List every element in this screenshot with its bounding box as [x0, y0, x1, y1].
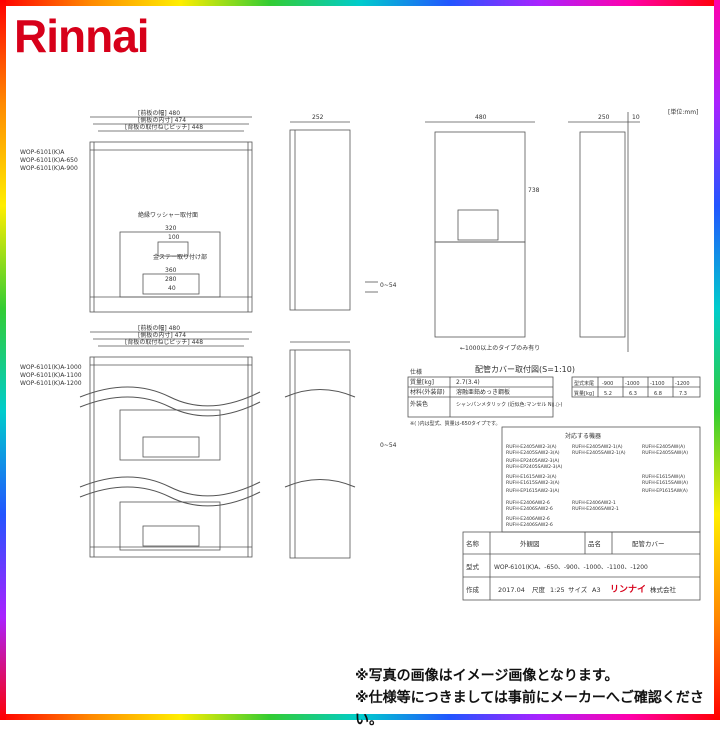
- rainbow-border-left: [0, 0, 6, 720]
- install-note: ←1000以上のタイプのみ有り: [460, 344, 540, 352]
- disclaimer-notes: ※写真の画像はイメージ画像となります。 ※仕様等につきましては事前にメーカーへご…: [355, 665, 720, 731]
- compatible-item: RUFH-E1615AW2-3(A): [506, 474, 557, 480]
- spec-material-value: 溶融亜鉛めっき鋼板: [456, 388, 510, 396]
- technical-drawing: [単位:mm] [前板の幅] 480 [側板の内寸] 474 [背板の取付ねじピ…: [20, 108, 701, 601]
- mass-header-0: 型式末尾: [574, 380, 594, 387]
- compatible-item: RUFH-E1615SAW2-3(A): [506, 480, 560, 486]
- bottom-depth-range: 0~54: [380, 442, 397, 449]
- dim-280: 280: [165, 276, 177, 283]
- mass-value-2: 6.3: [629, 391, 637, 397]
- compatible-item: RUFH-EP2405AW2-3(A): [506, 458, 560, 464]
- tb-name-label: 名称: [466, 539, 480, 548]
- mass-header-4: -1200: [675, 381, 690, 387]
- spec-mass-value: 2.7(3.4): [456, 379, 480, 386]
- dim-100: 100: [168, 234, 180, 241]
- stay-label: 金ステー取り付け部: [153, 253, 207, 261]
- mass-value-4: 7.3: [679, 391, 687, 397]
- mass-value-3: 6.8: [654, 391, 662, 397]
- rainbow-border-right: [714, 0, 720, 720]
- tb-model-label: 型式: [466, 562, 480, 571]
- top-depth-range: 0~54: [380, 282, 397, 289]
- top-front-width: [前板の幅] 480: [138, 109, 180, 117]
- compatible-item: RUFH-E2405AW(A): [642, 444, 685, 450]
- brand-logo: Rinnai: [14, 10, 150, 62]
- top-bracket-pitch: [背板の取付ねじピッチ] 448: [125, 123, 203, 131]
- tb-size-label: サイズ: [568, 585, 588, 594]
- spec-color-value: シャンパンメタリック (近似色:マンセル N▯.▯-): [456, 401, 563, 408]
- bottom-bracket-pitch: [背板の取付ねじピッチ] 448: [125, 338, 203, 346]
- compatible-item: RUFH-E2406AW2-6: [506, 500, 550, 506]
- bottom-side-inner: [側板の内寸] 474: [138, 331, 186, 339]
- dim-360: 360: [165, 267, 177, 274]
- mass-header-2: -1000: [625, 381, 640, 387]
- compatible-item: RUFH-E1615SAW(A): [642, 480, 688, 486]
- tb-item-value: 配管カバー: [632, 539, 665, 548]
- compatible-item: RUFH-E2406SAW2-6: [506, 506, 553, 512]
- tb-scale-label: 尺度: [532, 585, 546, 594]
- spec-footnote: ※( )内は型式、質量は-650タイプです。: [410, 420, 501, 427]
- compatible-item: RUFH-EP2405SAW2-3(A): [506, 464, 563, 470]
- mass-header-1: -900: [602, 381, 613, 387]
- compatible-item: RUFH-E2406SAW2-6: [506, 522, 553, 528]
- top-model-3: WOP-6101(K)A-900: [20, 165, 78, 172]
- compatible-item: RUFH-E2406SAW2-1: [572, 506, 619, 512]
- compatible-item: RUFH-E2405SAW2-3(A): [506, 450, 560, 456]
- spec-mass-label: 質量[kg]: [410, 378, 434, 386]
- install-height: 738: [528, 187, 540, 194]
- rainbow-border-bottom: [0, 714, 720, 720]
- tb-name-value: 外観図: [520, 539, 540, 548]
- tb-date: 2017.04: [498, 586, 525, 594]
- mass-row-label: 質量[kg]: [574, 390, 594, 397]
- tb-made-label: 作成: [466, 585, 480, 594]
- top-side-inner: [側板の内寸] 474: [138, 116, 186, 124]
- compatible-item: RUFH-EP1615AW2-3(A): [506, 488, 560, 494]
- top-model-1: WOP-6101(K)A: [20, 149, 65, 156]
- install-gap: 10: [632, 114, 640, 121]
- compatible-item: RUFH-E2406AW2-6: [506, 516, 550, 522]
- dim-40: 40: [168, 285, 176, 292]
- rainbow-border-top: [0, 0, 720, 6]
- compatible-item: RUFH-E2405AW2-1(A): [572, 444, 623, 450]
- compatible-list: RUFH-E2405AW2-3(A) RUFH-E2405AW2-1(A) RU…: [506, 444, 688, 528]
- unit-label: [単位:mm]: [668, 108, 698, 116]
- compatible-item: RUFH-E2405SAW(A): [642, 450, 688, 456]
- top-front-outline: [89, 141, 253, 313]
- washer-label: 絶縁ワッシャー取付面: [138, 211, 198, 219]
- tb-size: A3: [592, 586, 601, 594]
- mass-value-1: 5.2: [604, 391, 612, 397]
- top-depth-252: 252: [312, 114, 324, 121]
- mass-header-3: -1100: [650, 381, 665, 387]
- spec-color-label: 外装色: [410, 400, 428, 408]
- bottom-model-3: WOP-6101(K)A-1200: [20, 380, 82, 387]
- bottom-model-1: WOP-6101(K)A-1000: [20, 364, 82, 371]
- compatible-item: RUFH-EP1615AW(A): [642, 488, 688, 494]
- compatible-item: RUFH-E1615AW(A): [642, 474, 685, 480]
- tb-model-value: WOP-6101(K)A、-650、-900、-1000、-1100、-1200: [494, 564, 648, 571]
- tb-scale: 1:25: [550, 586, 565, 594]
- top-model-2: WOP-6101(K)A-650: [20, 157, 78, 164]
- tb-item-label: 品名: [588, 539, 601, 548]
- spec-material-label: 材料(外装部): [410, 388, 445, 396]
- bottom-front-width: [前板の幅] 480: [138, 324, 180, 332]
- install-depth: 250: [598, 114, 610, 121]
- compatible-item: RUFH-E2405SAW2-1(A): [572, 450, 626, 456]
- spec-title: 仕様: [410, 368, 422, 376]
- bottom-model-2: WOP-6101(K)A-1100: [20, 372, 82, 379]
- compatible-title: 対応する機器: [565, 432, 601, 440]
- compatible-item: RUFH-E2405AW2-3(A): [506, 444, 557, 450]
- install-width: 480: [475, 114, 487, 121]
- note-image: ※写真の画像はイメージ画像となります。: [355, 668, 619, 684]
- dim-320: 320: [165, 225, 177, 232]
- note-spec: ※仕様等につきましては事前にメーカーへご確認ください。: [355, 690, 704, 728]
- tb-maker-logo: リンナイ: [610, 584, 646, 595]
- install-caption: 配管カバー取付図(S=1:10): [475, 364, 575, 374]
- compatible-item: RUFH-E2406AW2-1: [572, 500, 616, 506]
- tb-company: 株式会社: [650, 585, 677, 594]
